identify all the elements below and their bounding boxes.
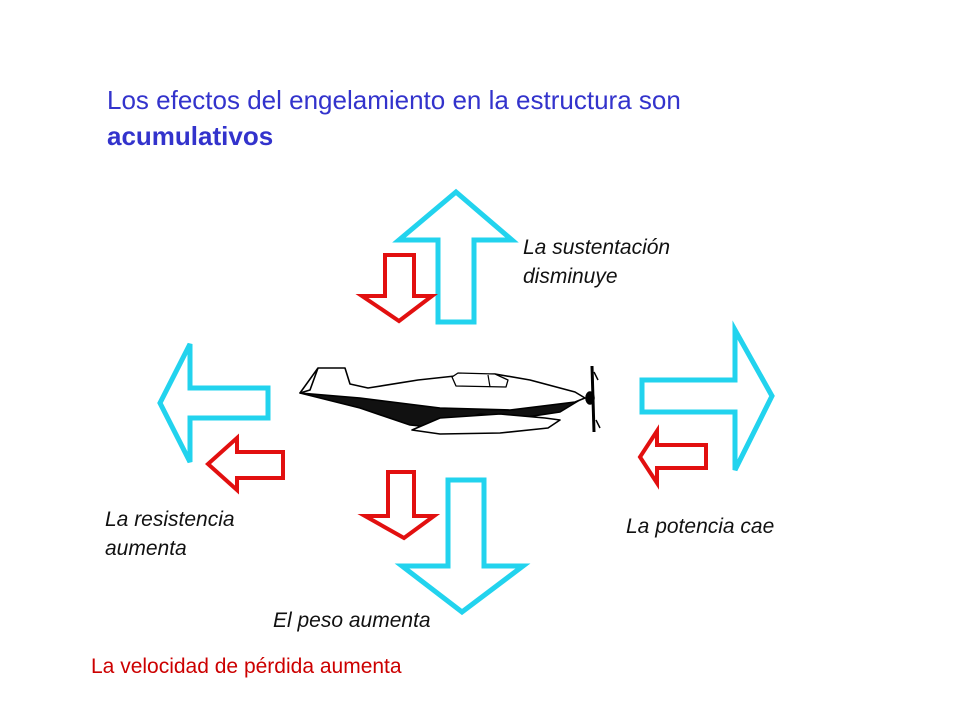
weight-increase-arrow (357, 470, 441, 541)
footer-note: La velocidad de pérdida aumenta (91, 655, 402, 678)
thrust-label: La potencia cae (626, 515, 775, 538)
slide-title: Los efectos del engelamiento en la estru… (107, 82, 867, 154)
drag-label-line2: aumenta (105, 537, 187, 560)
drag-label: La resistencia aumenta (105, 505, 235, 563)
lift-label-line1: La sustentación (523, 236, 671, 259)
lift-arrow (392, 188, 519, 325)
drag-label-line1: La resistencia (105, 508, 235, 531)
weight-label: El peso aumenta (273, 609, 431, 632)
weight-arrow (394, 477, 531, 616)
thrust-arrow (639, 320, 775, 472)
title-emphasis: acumulativos (107, 121, 274, 151)
lift-decrease-arrow (355, 253, 438, 324)
title-text: Los efectos del engelamiento en la estru… (107, 85, 681, 115)
thrust-decrease-arrow (637, 424, 708, 490)
airplane-illustration (299, 365, 601, 435)
drag-increase-arrow (205, 433, 285, 495)
lift-label: La sustentación disminuye (523, 233, 670, 291)
lift-label-line2: disminuye (523, 265, 618, 288)
drag-arrow (157, 342, 271, 464)
